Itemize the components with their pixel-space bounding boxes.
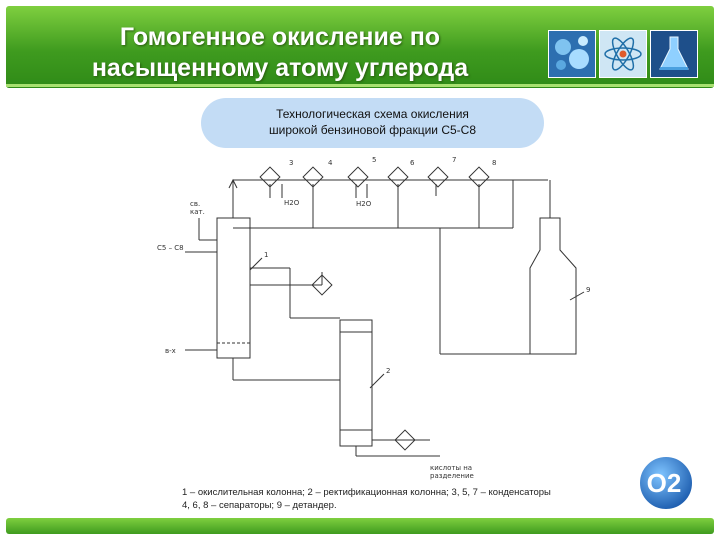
label-water-left: H2O xyxy=(284,199,300,207)
label-number-6: 6 xyxy=(410,159,415,167)
atom-icon xyxy=(599,30,647,78)
molecule-image-icon xyxy=(548,30,596,78)
condenser-5 xyxy=(347,166,369,188)
caption-line-1: 1 – окислительная колонна; 2 – ректифика… xyxy=(182,487,551,498)
label-number-7: 7 xyxy=(452,156,456,164)
label-water-right: H2O xyxy=(356,200,372,208)
subtitle-box xyxy=(201,98,544,148)
label-number-9: 9 xyxy=(586,286,590,294)
badge-text: O2 xyxy=(647,468,682,498)
subtitle-line-1: Технологическая схема окисления xyxy=(276,107,469,121)
slide-title: Гомогенное окисление по насыщенному атом… xyxy=(20,22,540,84)
footer-bar xyxy=(6,518,714,534)
label-air: в-х xyxy=(165,347,176,355)
subtitle-line-2: широкой бензиновой фракции С5-С8 xyxy=(268,123,477,137)
oxidation-column xyxy=(216,217,251,359)
separator-4 xyxy=(302,166,324,188)
oxygen-badge-icon: O2 xyxy=(638,455,694,511)
header-bar xyxy=(6,6,714,88)
separator-8 xyxy=(468,166,490,188)
label-catalyst-1: св. xyxy=(190,200,200,208)
label-catalyst-2: кат. xyxy=(190,208,205,216)
header-stripe xyxy=(6,84,714,87)
condenser-3 xyxy=(259,166,281,188)
process-flow-diagram: 3 4 5 6 7 8 1 2 9 H2O H2O C5 – C8 св. ка… xyxy=(157,156,590,480)
flask-icon xyxy=(650,30,698,78)
title-line-1: Гомогенное окисление по xyxy=(119,23,441,51)
title-line-2: насыщенному атому углерода xyxy=(91,54,469,82)
label-number-5: 5 xyxy=(372,156,376,164)
diagram-subtitle: Технологическая схема окисления широкой … xyxy=(201,106,544,138)
label-number-1: 1 xyxy=(264,251,268,259)
label-products-2: разделение xyxy=(430,472,474,480)
label-number-2: 2 xyxy=(386,367,390,375)
detander-9 xyxy=(529,217,577,355)
caption-line-2: 4, 6, 8 – сепараторы; 9 – детандер. xyxy=(182,500,337,511)
label-feed: C5 – C8 xyxy=(157,244,184,252)
condenser-7 xyxy=(427,166,449,188)
label-number-8: 8 xyxy=(492,159,496,167)
diagram-caption: 1 – окислительная колонна; 2 – ректифика… xyxy=(182,486,551,512)
label-number-4: 4 xyxy=(328,159,333,167)
label-products-1: кислоты на xyxy=(430,464,472,472)
label-number-3: 3 xyxy=(289,159,293,167)
rectification-column xyxy=(339,319,373,447)
separator-6 xyxy=(387,166,409,188)
